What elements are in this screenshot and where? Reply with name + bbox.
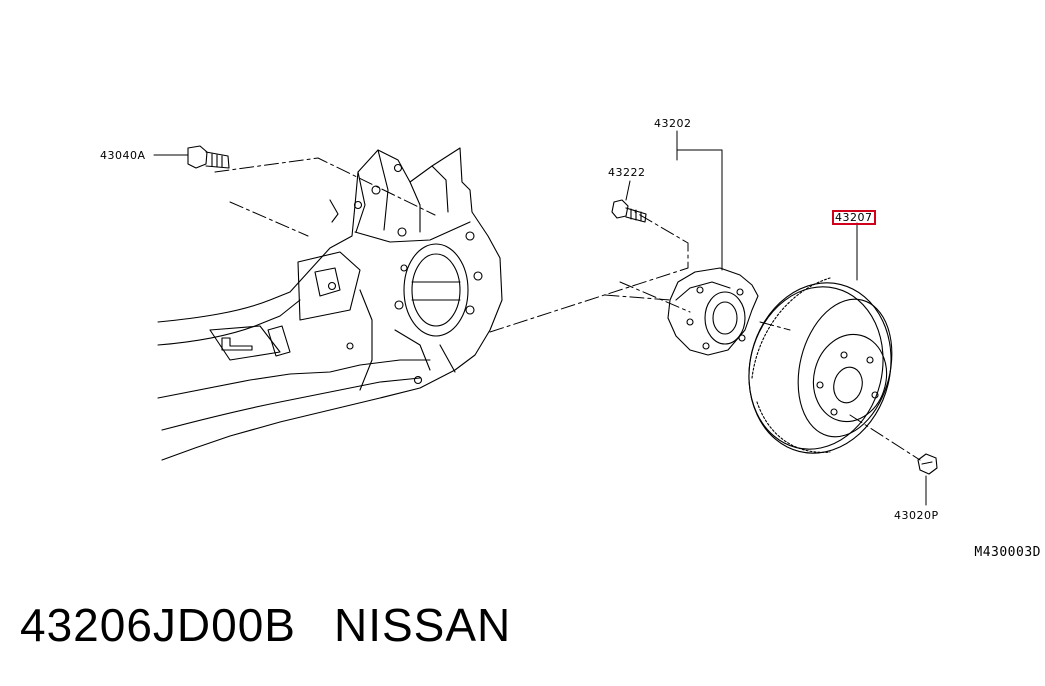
- callout-43207-highlighted[interactable]: 43207: [832, 210, 876, 225]
- callout-43040A: 43040A: [100, 149, 146, 162]
- bolt-43040A-drawing: [187, 145, 230, 169]
- leader-lines: [153, 130, 927, 506]
- part-caption: 43206JD00B NISSAN: [20, 598, 511, 652]
- knuckle-axle-beam: [157, 147, 503, 461]
- callout-43020P: 43020P: [894, 509, 939, 522]
- assembly-lines: [214, 157, 921, 461]
- part-number: 43206JD00B: [20, 599, 296, 651]
- callout-43222: 43222: [608, 166, 646, 179]
- callout-43202: 43202: [654, 117, 692, 130]
- drawing-code: M430003D: [974, 545, 1041, 560]
- brand-name: NISSAN: [333, 599, 512, 651]
- brake-rotor-drawing: [748, 277, 893, 454]
- nut-43020P-drawing: [917, 453, 938, 475]
- hub-bearing-drawing: [667, 267, 759, 356]
- bolt-43222-drawing: [611, 199, 647, 223]
